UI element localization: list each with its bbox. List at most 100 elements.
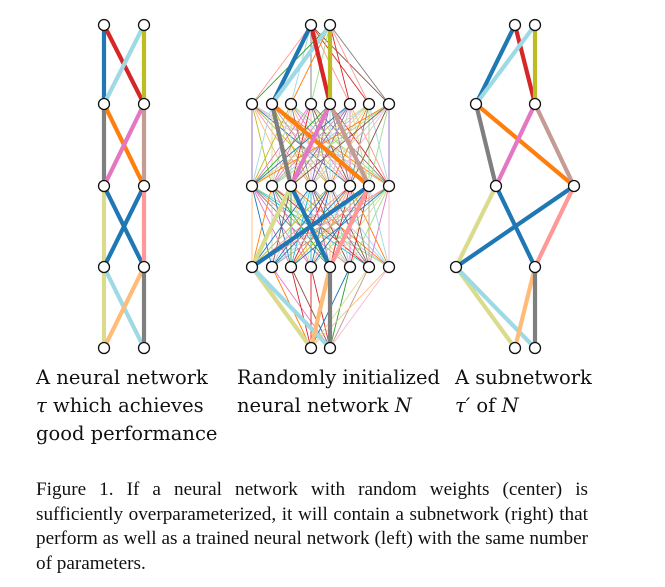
random-edge: [329, 24, 390, 105]
neuron-node: [137, 341, 151, 355]
neuron-node: [137, 18, 151, 32]
neuron-node: [323, 18, 337, 32]
random-edge: [349, 185, 390, 268]
subnetwork-edge: [512, 22, 538, 107]
neuron-node: [304, 260, 318, 274]
subnetwork-edge-highlight: [249, 183, 294, 270]
center-network-label: Randomly initialized neural network N: [237, 364, 440, 420]
random-edge: [251, 103, 331, 187]
subnetwork-edge-highlight: [327, 183, 372, 270]
neuron-node: [362, 260, 376, 274]
random-edge: [368, 103, 390, 187]
subnetwork-edge: [532, 183, 577, 270]
figure-caption: Figure 1. If a neural network with rando…: [36, 479, 588, 574]
neuron-node: [343, 260, 357, 274]
subnetwork-edge: [493, 101, 538, 189]
neuron-node: [528, 260, 542, 274]
subnetwork-edge: [473, 22, 518, 107]
neuron-node: [508, 341, 522, 355]
neuron-node: [528, 97, 542, 111]
random-edge: [251, 185, 331, 268]
subnetwork-edge: [473, 22, 538, 107]
subnetwork-right: [449, 18, 581, 355]
random-edge: [271, 185, 390, 268]
center-label-line-1: Randomly initialized: [237, 366, 440, 389]
N-symbol: N: [501, 394, 519, 417]
neuron-node: [97, 260, 111, 274]
neuron-node: [469, 97, 483, 111]
random-edge: [290, 103, 390, 187]
neuron-node: [97, 97, 111, 111]
random-edge: [329, 24, 351, 105]
neuron-node: [528, 341, 542, 355]
center-label-line-2-text: neural network: [237, 394, 395, 417]
random-edge: [329, 266, 390, 349]
neuron-node: [343, 179, 357, 193]
subnetwork-edge-highlight: [308, 264, 333, 351]
random-edge: [329, 24, 370, 105]
neuron-node: [265, 97, 279, 111]
left-network-label: A neural network τ which achieves good p…: [36, 364, 217, 448]
random-edge: [251, 103, 273, 187]
subnetwork-edge: [473, 101, 577, 189]
neuron-node: [304, 341, 318, 355]
right-label-line-2: τ′ of N: [455, 392, 592, 420]
neuron-node: [284, 260, 298, 274]
neuron-node: [137, 179, 151, 193]
random-edge: [349, 103, 390, 187]
neuron-node: [97, 341, 111, 355]
neuron-node: [362, 97, 376, 111]
neuron-node: [97, 18, 111, 32]
neuron-node: [245, 97, 259, 111]
subnetwork-edge: [532, 101, 577, 189]
random-edge: [290, 266, 312, 349]
figure-diagram: [97, 18, 581, 355]
subnetwork-edge: [473, 101, 499, 189]
random-edge: [368, 185, 390, 268]
random-edge: [271, 103, 390, 187]
neuron-node: [265, 260, 279, 274]
subnetwork-edge: [512, 264, 538, 351]
neuron-node: [137, 260, 151, 274]
random-edge: [251, 24, 312, 105]
subnetwork-edge-highlight: [308, 22, 333, 107]
trained-edge: [101, 264, 147, 351]
left-label-line-2: τ which achieves: [36, 392, 217, 420]
random-edge: [251, 103, 292, 187]
random-edge: [329, 103, 390, 187]
random-edge: [251, 185, 273, 268]
neuron-node: [323, 341, 337, 355]
neuron-node: [97, 179, 111, 193]
subnetwork-edge-highlight: [249, 264, 333, 351]
neuron-node: [323, 260, 337, 274]
neuron-node: [508, 18, 522, 32]
trained-edge: [101, 183, 147, 270]
subnetwork-edge: [453, 183, 499, 270]
left-label-line-1: A neural network: [36, 366, 208, 389]
subnetwork-edge: [453, 264, 518, 351]
right-network-label: A subnetwork τ′ of N: [455, 364, 592, 420]
tau-prime-symbol: τ′: [455, 394, 471, 417]
left-label-line-2-text: which achieves: [53, 394, 204, 417]
neuron-node: [245, 260, 259, 274]
subnetwork-edge-highlight: [269, 101, 294, 189]
neuron-node: [489, 179, 503, 193]
subnetwork-edge-highlight: [269, 22, 314, 107]
random-edge: [251, 103, 351, 187]
subnetwork-edge-highlight: [269, 22, 333, 107]
subnetwork-edge-highlight: [269, 101, 372, 189]
N-symbol: N: [394, 394, 412, 417]
neuron-node: [382, 97, 396, 111]
random-edge: [290, 24, 331, 105]
neuron-node: [382, 260, 396, 274]
neuron-node: [323, 97, 337, 111]
neuron-node: [567, 179, 581, 193]
random-edge: [310, 266, 390, 349]
neuron-node: [528, 18, 542, 32]
neuron-node: [284, 179, 298, 193]
neuron-node: [304, 18, 318, 32]
left-label-line-3: good performance: [36, 422, 218, 445]
neuron-node: [137, 97, 151, 111]
random-edge: [310, 266, 370, 349]
trained-edge: [101, 22, 147, 107]
